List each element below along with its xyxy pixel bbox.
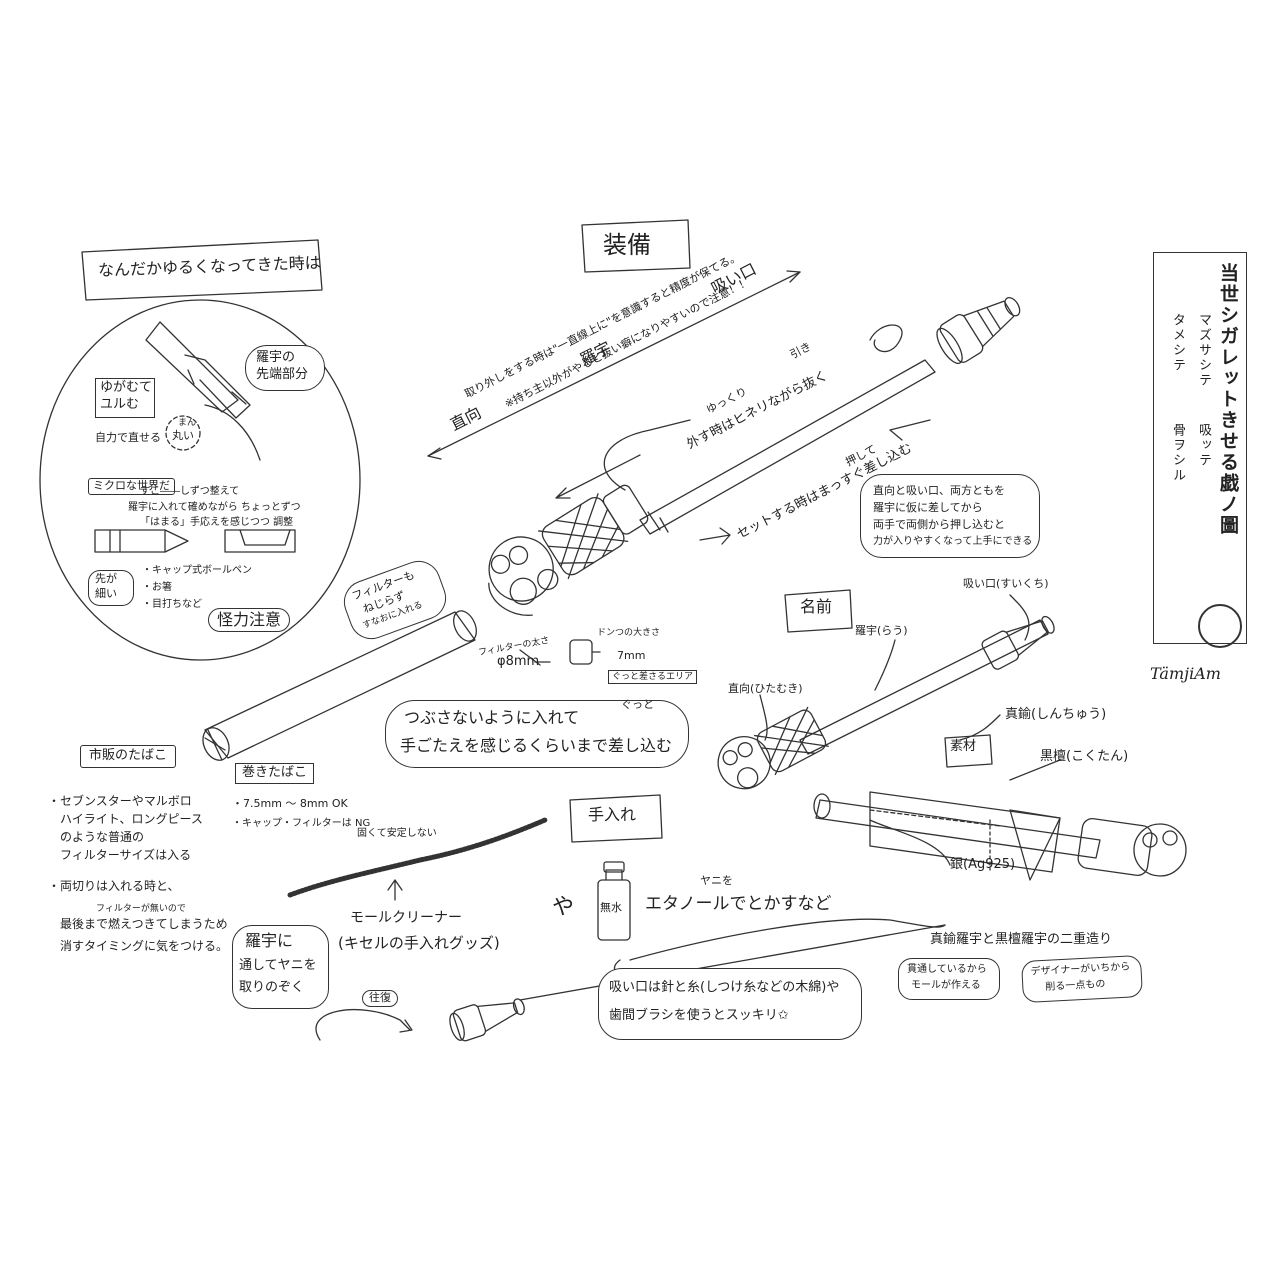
pointed-item: ・お箸 <box>142 582 172 593</box>
pointed-item: ・キャップ式ボールペン <box>142 565 252 576</box>
title-main: 当世シガレットきせる戯ノ圖 <box>1217 263 1239 536</box>
designer-bubble: デザイナーがいちから 削る一点もの <box>1020 954 1144 1004</box>
tip-label: 先端部分 <box>256 367 309 382</box>
process-line: 羅宇に入れて確めながら ちょっとずつ <box>128 502 301 513</box>
through-note: 取りのぞく <box>239 980 305 995</box>
round-label: まん <box>178 418 197 428</box>
commercial-note: 消すタイミングに気をつける。 <box>60 939 229 953</box>
loose-circle <box>39 299 361 661</box>
name-rau: 羅宇(らう) <box>855 624 908 637</box>
process-line: 「はまる」手応えを感じつつ 調整 <box>140 517 294 528</box>
insert-bubble: つぶさないように入れて 手ごたえを感じるくらいまで差し込む ぐっと <box>385 698 689 768</box>
bubble-line: 力が入りやすくなって上手にできる <box>873 536 1033 547</box>
commercial-note: フィルターが無いので <box>96 904 186 914</box>
insert-area: ぐっと差さるエリア <box>608 670 698 685</box>
title-panel: 当世シガレットきせる戯ノ圖 マズサシテ 吸ッテ タメシテ 骨ヲシル <box>1153 252 1247 644</box>
designer-note: デザイナーがいちから <box>1030 961 1131 978</box>
rolled-item: ・7.5mm ～ 8mm OK <box>232 797 348 810</box>
pointed-item: ・目打ちなど <box>142 599 202 610</box>
mole-cleaner-label: モールクリーナー <box>350 910 462 926</box>
section-equipment: 装備 <box>603 231 651 259</box>
commercial-note: ・両切りは入れる時と、 <box>48 879 180 893</box>
material-brass: 真鍮(しんちゅう) <box>1005 707 1107 722</box>
material-silver: 銀(Ag925) <box>950 857 1016 872</box>
through-bubble: 羅宇に 通してヤニを 取りのぞく <box>232 925 329 1009</box>
pointed-label-bubble: 先が 細い <box>88 570 134 606</box>
brand-logo: TämjiAm <box>1150 664 1221 683</box>
section-care: 手入れ <box>588 805 637 824</box>
commercial-note: 最後まで燃えつきてしまうため <box>60 917 228 931</box>
equipment-long-arrow <box>427 271 801 457</box>
through-note: 羅宇に <box>245 931 294 950</box>
mouth-note: 歯間ブラシを使うとスッキリ✩ <box>609 1008 789 1023</box>
name-direct: 直向(ひたむき) <box>728 682 803 695</box>
mole-cleaner-sketch <box>287 817 548 898</box>
cigarette-sketch <box>202 610 477 761</box>
fix-label: 自力で直せる <box>95 431 161 444</box>
title-col-1: マズサシテ <box>1196 313 1211 388</box>
commercial-item: ハイライト、ロングピース <box>60 812 203 826</box>
bubble-line: 直向と吸い口、両方ともを <box>873 484 1005 497</box>
or-label: や <box>552 895 575 920</box>
length-label: 7mm <box>617 649 646 662</box>
warp-label: ゆがむて <box>100 380 153 395</box>
bubble-line: 羅宇に仮に差してから <box>873 501 983 514</box>
pierce-note: モールが作える <box>911 980 981 991</box>
mouth-bubble: 吸い口は針と糸(しつけ糸などの木綿)や 歯間ブラシを使うとスッキリ✩ <box>598 968 862 1040</box>
equipment-bubble: 直向と吸い口、両方ともを 羅宇に仮に差してから 両手で両側から押し込むと 力が入… <box>860 474 1040 558</box>
bubble-line: 両手で両側から押し込むと <box>873 518 1005 531</box>
commercial-item: フィルターサイズは入る <box>60 848 192 862</box>
material-label: 素材 <box>950 739 977 754</box>
tip-label: 羅宇の <box>256 350 296 365</box>
pen-sketch <box>94 529 296 553</box>
world-label: ミクロな世界だ <box>88 478 175 495</box>
rolled-label: 巻きたばこ <box>235 763 315 784</box>
bottle-label: 無水 <box>600 901 622 914</box>
rau-tip-sketch <box>145 321 251 419</box>
insert-gutto: ぐっと <box>621 698 654 711</box>
mole-cleaner-sub: (キセルの手入れグッズ) <box>338 934 500 952</box>
warp-label: ユルむ <box>100 397 140 412</box>
warp-label-box: ゆがむて ユルむ <box>95 378 155 418</box>
commercial-label: 市販のたばこ <box>80 745 177 768</box>
round-label: 丸い <box>172 429 194 442</box>
round-trip-label: 往復 <box>362 990 398 1007</box>
name-kiseru <box>717 615 1055 790</box>
pointed-label: 先が <box>95 572 117 585</box>
ethanol-small: ヤニを <box>700 874 733 887</box>
pointed-label: 細い <box>95 587 117 600</box>
through-note: 通してヤニを <box>239 958 317 973</box>
pierce-bubble: 貫通しているから モールが作える <box>898 958 1000 1000</box>
designer-note: 削る一点もの <box>1045 978 1106 993</box>
title-col-3: タメシテ <box>1170 313 1185 373</box>
material-ebony: 黒檀(こくたん) <box>1040 749 1129 764</box>
insert-line: 手ごたえを感じるくらいまで差し込む <box>400 736 673 755</box>
diameter-label: φ8mm <box>497 654 540 669</box>
equipment-kiseru <box>488 296 1021 616</box>
double-construction: 真鍮羅宇と黒檀羅宇の二重造り <box>930 932 1113 947</box>
title-col-2: 吸ッテ <box>1196 423 1211 468</box>
approx-size: ドンつの大きさ <box>597 628 661 638</box>
section-name: 名前 <box>800 597 833 616</box>
pierce-note: 貫通しているから <box>907 964 987 975</box>
rolled-item: ・キャップ・フィルターは NG <box>232 818 371 829</box>
title-col-4: 骨ヲシル <box>1170 423 1185 483</box>
care-mouthpiece <box>449 918 946 1042</box>
brand-emblem-icon <box>1198 604 1242 648</box>
rolled-reason: 固くて安定しない <box>357 828 437 839</box>
name-mouthpiece: 吸い口(すいくち) <box>963 577 1049 590</box>
process-line: すこ――しずつ整えて <box>140 486 240 497</box>
tip-label-bubble: 羅宇の 先端部分 <box>245 345 325 391</box>
material-kiseru <box>813 791 1187 881</box>
warning-label: 怪力注意 <box>208 608 291 633</box>
ethanol-label: エタノールでとかすなど <box>645 894 832 914</box>
commercial-item: ・セブンスターやマルボロ <box>48 794 192 808</box>
insert-line: つぶさないように入れて <box>404 708 580 727</box>
ethanol-bottle <box>597 861 631 941</box>
commercial-item: のような普通の <box>60 830 145 844</box>
mouth-note: 吸い口は針と糸(しつけ糸などの木綿)や <box>609 980 840 995</box>
